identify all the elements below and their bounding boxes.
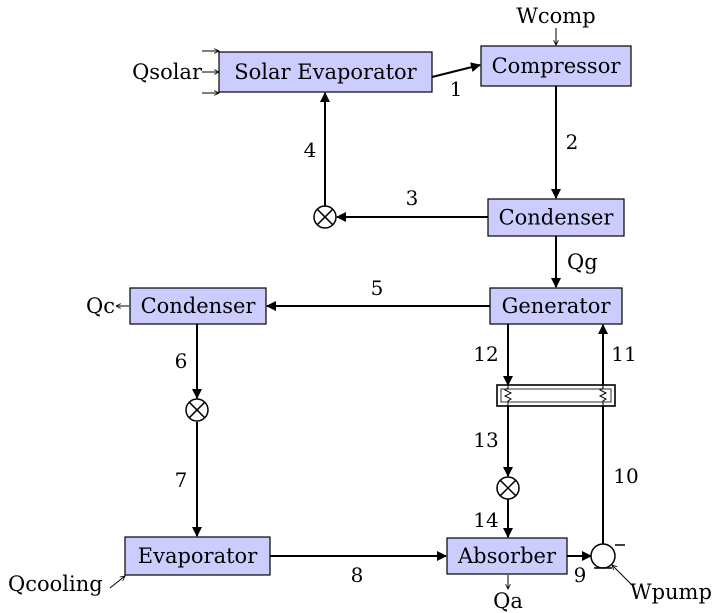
evaporator-box: Evaporator <box>124 536 271 576</box>
qsolar-label: Qsolar <box>132 60 203 84</box>
wcomp-label: Wcomp <box>516 4 595 28</box>
expansion-valve-right <box>496 476 520 500</box>
left-condenser-label: Condenser <box>141 294 257 318</box>
wpump-arrow <box>612 565 633 586</box>
generator-box: Generator <box>489 287 623 325</box>
wpump-label: Wpump <box>630 580 712 604</box>
pump <box>590 543 625 569</box>
stream-label-7: 7 <box>175 468 188 492</box>
solar-evaporator-label: Solar Evaporator <box>234 60 417 84</box>
absorber-label: Absorber <box>457 544 557 568</box>
qg-label: Qg <box>567 250 598 274</box>
top-condenser-box: Condenser <box>487 198 625 237</box>
stream-label-2: 2 <box>566 130 579 154</box>
stream-label-6: 6 <box>175 349 188 373</box>
left-condenser-box: Condenser <box>129 287 267 325</box>
compressor-label: Compressor <box>492 54 622 78</box>
heat-exchanger-coil-left <box>503 385 513 406</box>
stream-1-line <box>431 62 481 78</box>
stream-label-11: 11 <box>611 342 636 366</box>
stream-label-8: 8 <box>351 563 364 587</box>
heat-exchanger-coil-right <box>598 385 608 406</box>
qcooling-arrow <box>109 576 125 589</box>
stream-label-10: 10 <box>613 464 638 488</box>
stream-label-5: 5 <box>371 276 384 300</box>
expansion-valve-left <box>185 398 209 422</box>
compressor-box: Compressor <box>480 45 632 87</box>
heat-exchanger <box>496 384 616 407</box>
stream-label-3: 3 <box>406 186 419 210</box>
expansion-valve-top <box>313 205 337 229</box>
top-condenser-label: Condenser <box>499 206 615 230</box>
stream-label-4: 4 <box>304 138 317 162</box>
qa-label: Qa <box>493 589 523 613</box>
stream-label-1: 1 <box>450 77 463 101</box>
generator-label: Generator <box>502 294 612 318</box>
solar-evaporator-box: Solar Evaporator <box>218 51 433 93</box>
qcooling-label: Qcooling <box>8 572 103 596</box>
evaporator-label: Evaporator <box>138 544 258 568</box>
stream-label-9: 9 <box>574 563 587 587</box>
stream-label-12: 12 <box>473 342 498 366</box>
stream-label-14: 14 <box>473 508 498 532</box>
qc-label: Qc <box>86 294 115 318</box>
stream-label-13: 13 <box>473 428 498 452</box>
absorber-box: Absorber <box>446 537 568 575</box>
